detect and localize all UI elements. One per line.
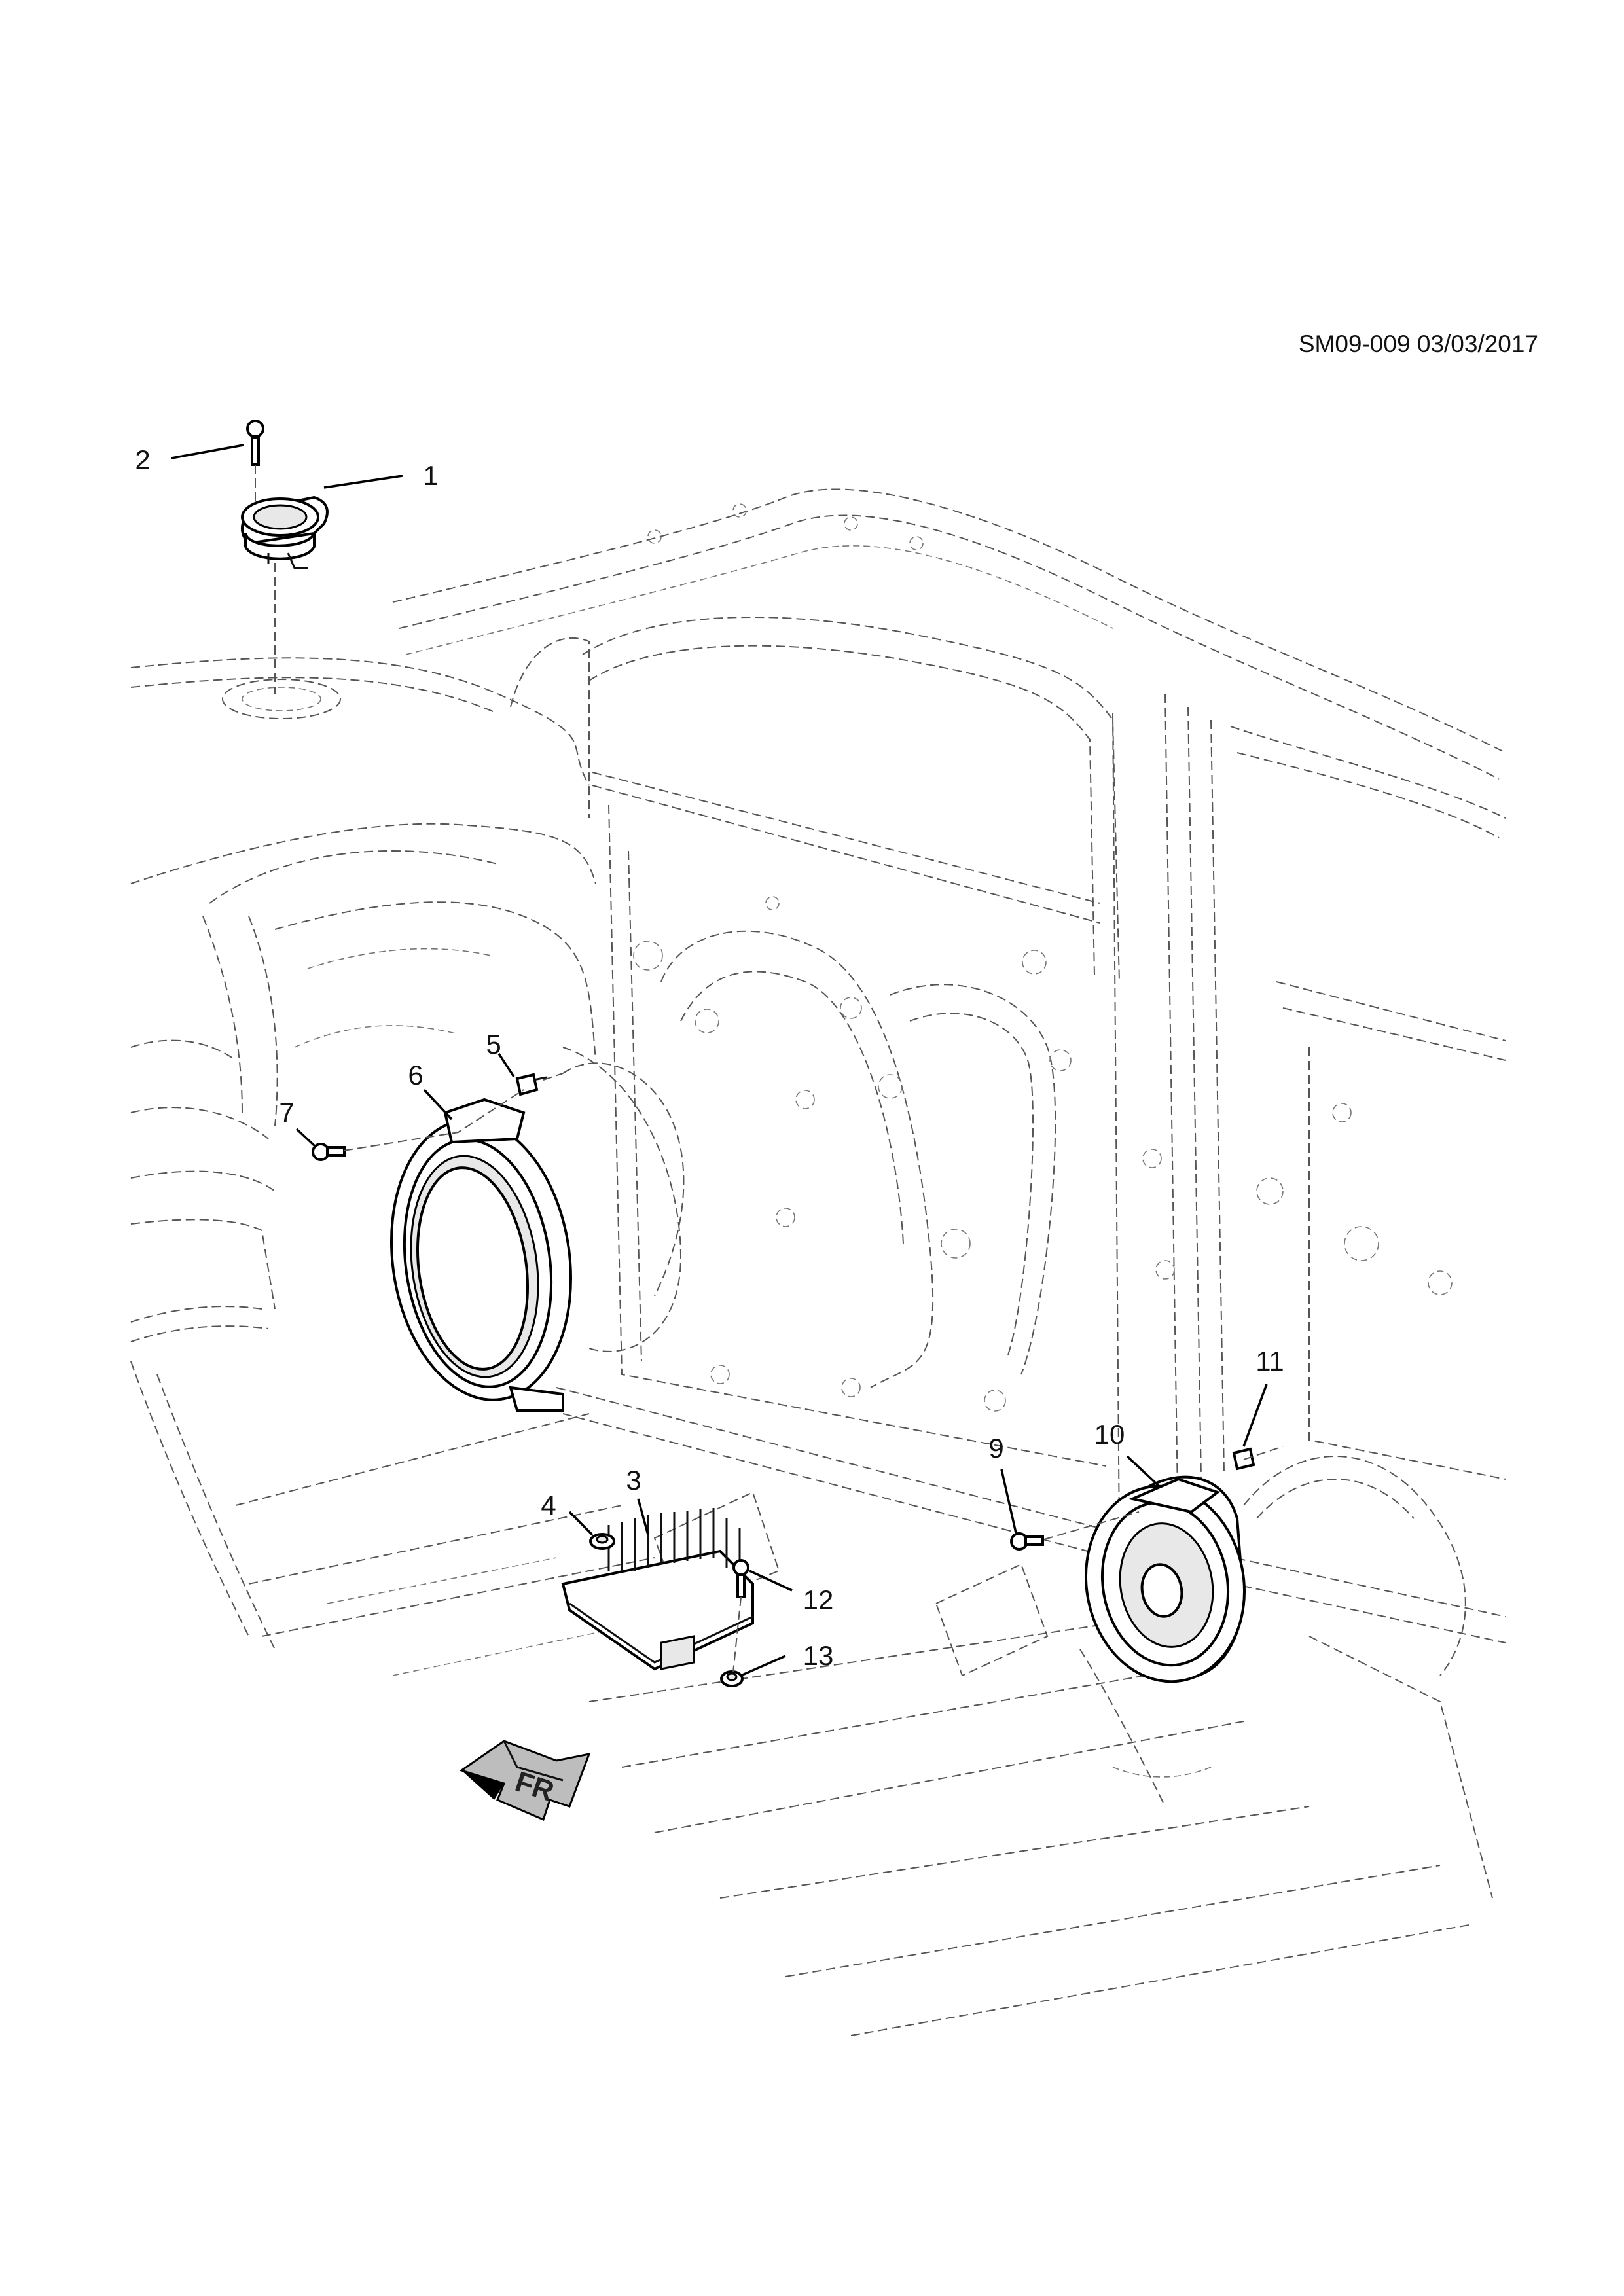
callout-11: 11 <box>1255 1346 1284 1376</box>
front-direction-arrow-icon <box>459 1740 591 1821</box>
callout-9: 9 <box>988 1433 1004 1463</box>
callout-7: 7 <box>279 1097 295 1128</box>
callout-5: 5 <box>486 1029 501 1060</box>
part-6-front-door-speaker <box>390 1098 572 1412</box>
leader-lines <box>171 444 1268 1677</box>
part-3-amplifier <box>561 1508 754 1671</box>
callout-12: 12 <box>803 1585 834 1615</box>
vehicle-body-outline <box>130 488 1506 2036</box>
callout-13: 13 <box>803 1640 834 1671</box>
callout-10: 10 <box>1094 1419 1125 1450</box>
callout-6: 6 <box>408 1060 424 1090</box>
callout-4: 4 <box>541 1490 556 1520</box>
part-7-screw <box>312 1143 346 1161</box>
part-13-nut <box>720 1670 744 1687</box>
callout-1: 1 <box>423 460 439 491</box>
part-10-rear-door-speaker <box>1084 1475 1246 1683</box>
part-5-clip <box>515 1073 547 1096</box>
part-4-nut <box>589 1533 615 1550</box>
part-12-bolt <box>732 1559 749 1598</box>
callout-2: 2 <box>135 444 151 475</box>
callout-3: 3 <box>626 1465 641 1496</box>
diagram-reference-stamp: SM09-009 03/03/2017 <box>1298 331 1538 357</box>
part-1-dash-speaker <box>241 495 329 569</box>
part-2-screw <box>246 420 264 466</box>
part-9-screw <box>1010 1532 1044 1551</box>
installation-paths <box>255 465 1284 1673</box>
